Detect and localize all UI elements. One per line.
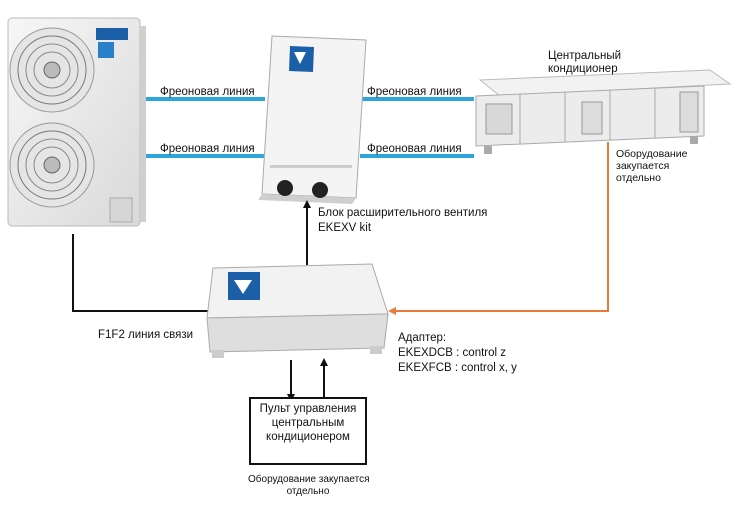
freon-line-label: Фреоновая линия xyxy=(160,86,255,98)
remote-control-label-line2: центральным xyxy=(271,417,345,429)
purchased-separately-line2: закупается xyxy=(616,160,670,172)
remote-control-label-line1: Пульт управления xyxy=(259,403,357,415)
remote-control-box xyxy=(249,397,367,465)
adapter-label-line1: Адаптер: xyxy=(398,332,447,344)
freon-line-label: Фреоновая линия xyxy=(367,143,462,155)
freon-line-label: Фреоновая линия xyxy=(367,86,462,98)
outdoor-unit xyxy=(7,17,146,227)
central-ac-label-line2: кондиционер xyxy=(548,63,618,75)
purchased-separately-line1: Оборудование xyxy=(616,148,688,160)
daikin-logo xyxy=(289,46,314,72)
valve-kit-label-line1: Блок расширительного вентиля xyxy=(318,207,488,219)
communication-wires xyxy=(72,142,609,402)
adapter-label-line3: EKEXFCB : control x, y xyxy=(398,362,517,374)
remote-control-title: Пульт управления центральным кондиционер… xyxy=(250,402,366,444)
freon-lines xyxy=(146,97,474,158)
central-air-conditioner xyxy=(475,69,732,154)
remote-control-label-line3: кондиционером xyxy=(266,431,350,443)
adapter-box xyxy=(206,263,389,358)
valve-kit-label-line2: EKEXV kit xyxy=(318,222,372,234)
bottom-note-line1: Оборудование закупается xyxy=(248,474,370,485)
central-ac-label-line1: Центральный xyxy=(548,50,622,62)
outdoor-fan-bottom xyxy=(9,122,95,208)
daikin-logo xyxy=(228,272,260,300)
f1f2-label: F1F2 линия связи xyxy=(98,329,194,341)
bottom-note-line2: отдельно xyxy=(286,486,330,497)
expansion-valve-box xyxy=(258,35,367,204)
freon-line-label: Фреоновая линия xyxy=(160,143,255,155)
daikin-logo xyxy=(96,28,128,58)
purchased-separately-line3: отдельно xyxy=(616,172,661,184)
adapter-label-line2: EKEXDCB : control z xyxy=(398,347,507,359)
outdoor-fan-top xyxy=(9,27,95,113)
